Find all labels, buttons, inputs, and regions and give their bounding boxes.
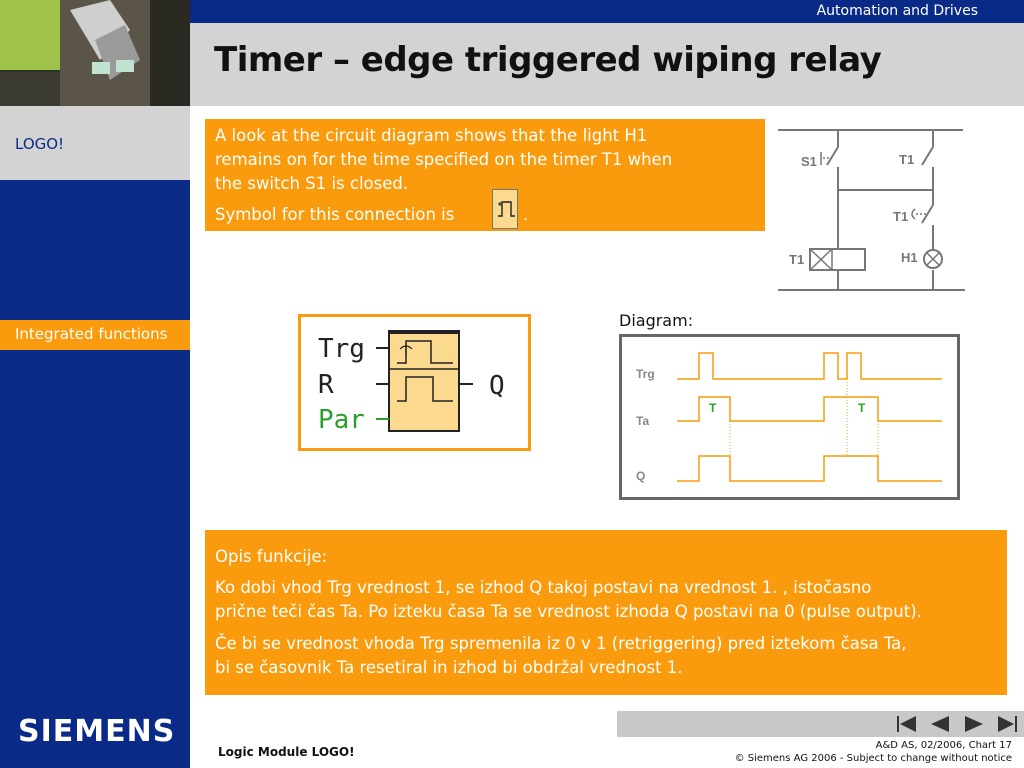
info-line: A look at the circuit diagram shows that… — [215, 126, 648, 145]
par-input-label: Par — [318, 405, 365, 435]
circuit-diagram: S1 T1 T1 T1 H1 — [775, 125, 970, 295]
trg-input-label: Trg — [318, 334, 365, 364]
top-bar: Automation and Drives — [190, 0, 1024, 23]
t-duration-label: T — [858, 401, 866, 415]
description-box: Opis funkcije: Ko dobi vhod Trg vrednost… — [205, 530, 1007, 695]
division-label: Automation and Drives — [816, 3, 978, 19]
t1-delay-contact-label: T1 — [893, 209, 908, 224]
info-line: remains on for the time specified on the… — [215, 150, 673, 169]
function-block-panel: Trg R Par Q — [298, 314, 531, 451]
siemens-logo: SIEMENS — [18, 714, 176, 749]
title-bar: Timer – edge triggered wiping relay — [190, 23, 1024, 106]
first-icon[interactable] — [894, 713, 918, 735]
description-line: prične teči čas Ta. Po izteku časa Ta se… — [215, 602, 922, 621]
trg-row-label: Trg — [636, 367, 655, 381]
diagram-label: Diagram: — [619, 311, 694, 330]
description-line: Če bi se vrednost vhoda Trg spremenila i… — [215, 634, 907, 653]
description-line: Ko dobi vhod Trg vrednost 1, se izhod Q … — [215, 578, 872, 597]
t1-coil-label: T1 — [789, 252, 804, 267]
footer-chart-info: A&D AS, 02/2006, Chart 17 — [875, 740, 1012, 751]
info-line-end: . — [523, 205, 529, 224]
logo-module-photo — [0, 0, 190, 106]
footer-title: Logic Module LOGO! — [218, 745, 355, 759]
description-heading: Opis funkcije: — [215, 547, 328, 566]
info-line: the switch S1 is closed. — [215, 174, 409, 193]
info-line: Symbol for this connection is — [215, 205, 455, 224]
h1-lamp-label: H1 — [901, 250, 918, 265]
q-row-label: Q — [636, 469, 645, 483]
info-box: A look at the circuit diagram shows that… — [205, 119, 765, 231]
t-duration-label: T — [709, 401, 717, 415]
next-icon[interactable] — [961, 713, 985, 735]
sidebar-item-label: LOGO! — [15, 135, 65, 153]
ta-row-label: Ta — [636, 414, 649, 428]
last-icon[interactable] — [995, 713, 1021, 735]
sidebar-item-integrated-functions[interactable]: Integrated functions — [0, 320, 190, 350]
description-line: bi se časovnik Ta resetiral in izhod bi … — [215, 658, 683, 677]
sidebar-item-label: Integrated functions — [15, 325, 168, 343]
page-title: Timer – edge triggered wiping relay — [214, 40, 882, 80]
footer-copyright: © Siemens AG 2006 - Subject to change wi… — [734, 753, 1012, 764]
footer-info: A&D AS, 02/2006, Chart 17 © Siemens AG 2… — [735, 739, 1012, 765]
sidebar-item-logo[interactable]: LOGO! — [0, 106, 190, 180]
timing-diagram: Trg Ta Q T T — [619, 334, 960, 500]
prev-icon[interactable] — [927, 713, 951, 735]
r-input-label: R — [318, 370, 334, 400]
q-output-label: Q — [489, 371, 505, 401]
s1-label: S1 — [801, 154, 817, 169]
wiping-relay-symbol-icon — [492, 189, 518, 229]
sidebar — [0, 106, 190, 768]
t1-contact-label: T1 — [899, 152, 914, 167]
slide-navigation — [617, 711, 1024, 737]
